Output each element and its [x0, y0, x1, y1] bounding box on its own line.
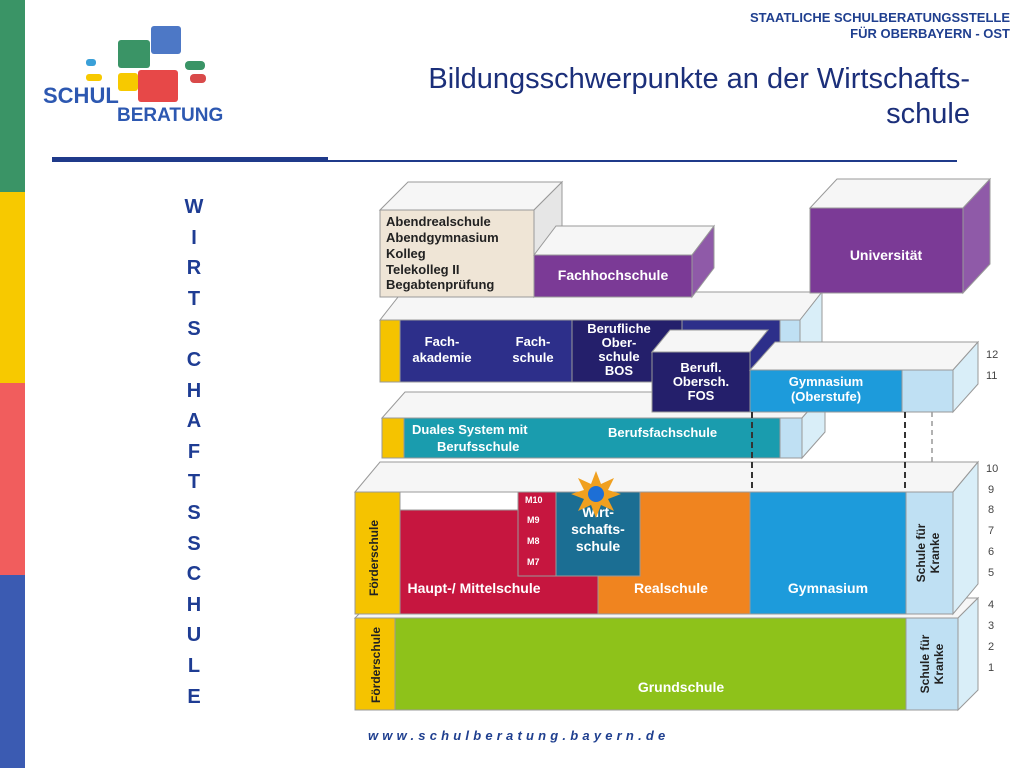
grade-m9: M9	[527, 515, 540, 525]
org-line-2: FÜR OBERBAYERN - OST	[850, 26, 1010, 41]
realschule-label: Realschule	[634, 580, 708, 596]
bos-label-3: schule	[598, 349, 639, 364]
grade-11: 11	[986, 370, 997, 382]
krank-lower-label-1: Schule für	[918, 634, 932, 693]
title-line-2: schule	[886, 98, 970, 130]
duales-system-block	[381, 417, 803, 459]
title-line-1: Bildungsschwerpunkte an der Wirtschafts-	[428, 63, 970, 95]
grade-6: 6	[988, 546, 994, 558]
grundschule-block	[354, 617, 959, 711]
bos-label-4: BOS	[605, 363, 634, 378]
logo-word-beratung: BERATUNG	[117, 105, 223, 126]
abendrealschule-label: Abendrealschule	[386, 214, 491, 229]
krank-upper-block	[905, 491, 954, 615]
logo-word-schul: SCHUL	[43, 83, 119, 108]
hauptschule-label: Haupt-/ Mittelschule	[407, 580, 540, 596]
fachschule-label-1: Fach-	[516, 334, 551, 349]
grade-2: 2	[988, 641, 994, 653]
grade-7: 7	[988, 525, 994, 537]
fachhochschule-label: Fachhochschule	[558, 267, 669, 283]
adult-education-block	[379, 209, 535, 298]
grade-m8: M8	[527, 536, 540, 546]
krank-lower-label-2: Kranke	[932, 643, 946, 684]
grade-1: 1	[988, 662, 994, 674]
org-header: STAATLICHE SCHULBERATUNGSSTELLE FÜR OBER…	[750, 10, 1010, 42]
grundschule-label: Grundschule	[638, 679, 725, 695]
stripe-blue	[0, 575, 25, 768]
berufsfachschule-label: Berufsfachschule	[608, 425, 717, 440]
duales-system-label-1: Duales System mit	[412, 422, 528, 437]
gymnasium-block	[749, 491, 907, 615]
fachschule-label-2: schule	[512, 350, 553, 365]
grade-12: 12	[986, 349, 998, 361]
foerderschule-upper-label: Förderschule	[367, 520, 381, 596]
title-underline-thick	[52, 157, 328, 160]
universitaet-block	[809, 207, 964, 294]
kolleg-label: Kolleg	[386, 246, 426, 261]
grade-10: 10	[986, 463, 998, 475]
grade-4: 4	[988, 599, 994, 611]
gymnasium-oberstufe-block	[749, 369, 903, 413]
telekolleg-label: Telekolleg II	[386, 262, 459, 277]
duales-system-label-2: Berufsschule	[437, 439, 519, 454]
grade-m7: M7	[527, 557, 540, 567]
fos-label-2: Obersch.	[673, 374, 729, 389]
page-title: Bildungsschwerpunkte an der Wirtschafts-…	[290, 62, 970, 132]
fachhochschule-block	[533, 254, 693, 298]
abendgymnasium-label: Abendgymnasium	[386, 230, 499, 245]
stripe-yellow	[0, 192, 25, 383]
sun-icon	[571, 471, 621, 518]
m-grades-block	[517, 491, 557, 577]
foerderschule-lower-label: Förderschule	[369, 627, 383, 703]
school-system-diagram: Grundschule Förderschule Schule für Kran…	[353, 177, 998, 712]
gymnasium-label: Gymnasium	[788, 580, 868, 596]
org-line-1: STAATLICHE SCHULBERATUNGSSTELLE	[750, 10, 1010, 25]
fachakademie-label-2: akademie	[412, 350, 471, 365]
krank-lower-block	[905, 617, 959, 711]
schulberatung-logo: SCHUL BERATUNG	[40, 18, 240, 130]
wirtschaftsschule-label-2: schafts-	[571, 521, 625, 537]
grade-5: 5	[988, 567, 994, 579]
foerderschule-upper-block	[354, 491, 401, 615]
krank-upper-label-1: Schule für	[914, 523, 928, 582]
bos-label-2: Ober-	[602, 335, 637, 350]
grade-8: 8	[988, 504, 994, 516]
gymnasium-oberstufe-label-2: (Oberstufe)	[791, 389, 861, 404]
stripe-green	[0, 0, 25, 192]
bos-label-1: Berufliche	[587, 321, 651, 336]
begabtenpruefung-label: Begabtenprüfung	[386, 277, 494, 292]
fachakademie-label-1: Fach-	[425, 334, 460, 349]
stripe-red	[0, 383, 25, 575]
fos-label-3: FOS	[688, 388, 715, 403]
universitaet-label: Universität	[850, 247, 923, 263]
wirtschaftsschule-label-3: schule	[576, 538, 621, 554]
foerderschule-lower-block	[354, 617, 396, 711]
gymnasium-oberstufe-label-1: Gymnasium	[789, 374, 863, 389]
fos-label-1: Berufl.	[680, 360, 721, 375]
footer-url[interactable]: www.schulberatung.bayern.de	[368, 728, 670, 743]
grade-m10: M10	[525, 495, 543, 505]
grade-9: 9	[988, 484, 994, 496]
grade-3: 3	[988, 620, 994, 632]
title-underline	[52, 160, 957, 162]
krank-upper-label-2: Kranke	[928, 532, 942, 573]
puzzle-icon: SCHUL BERATUNG	[43, 26, 223, 126]
